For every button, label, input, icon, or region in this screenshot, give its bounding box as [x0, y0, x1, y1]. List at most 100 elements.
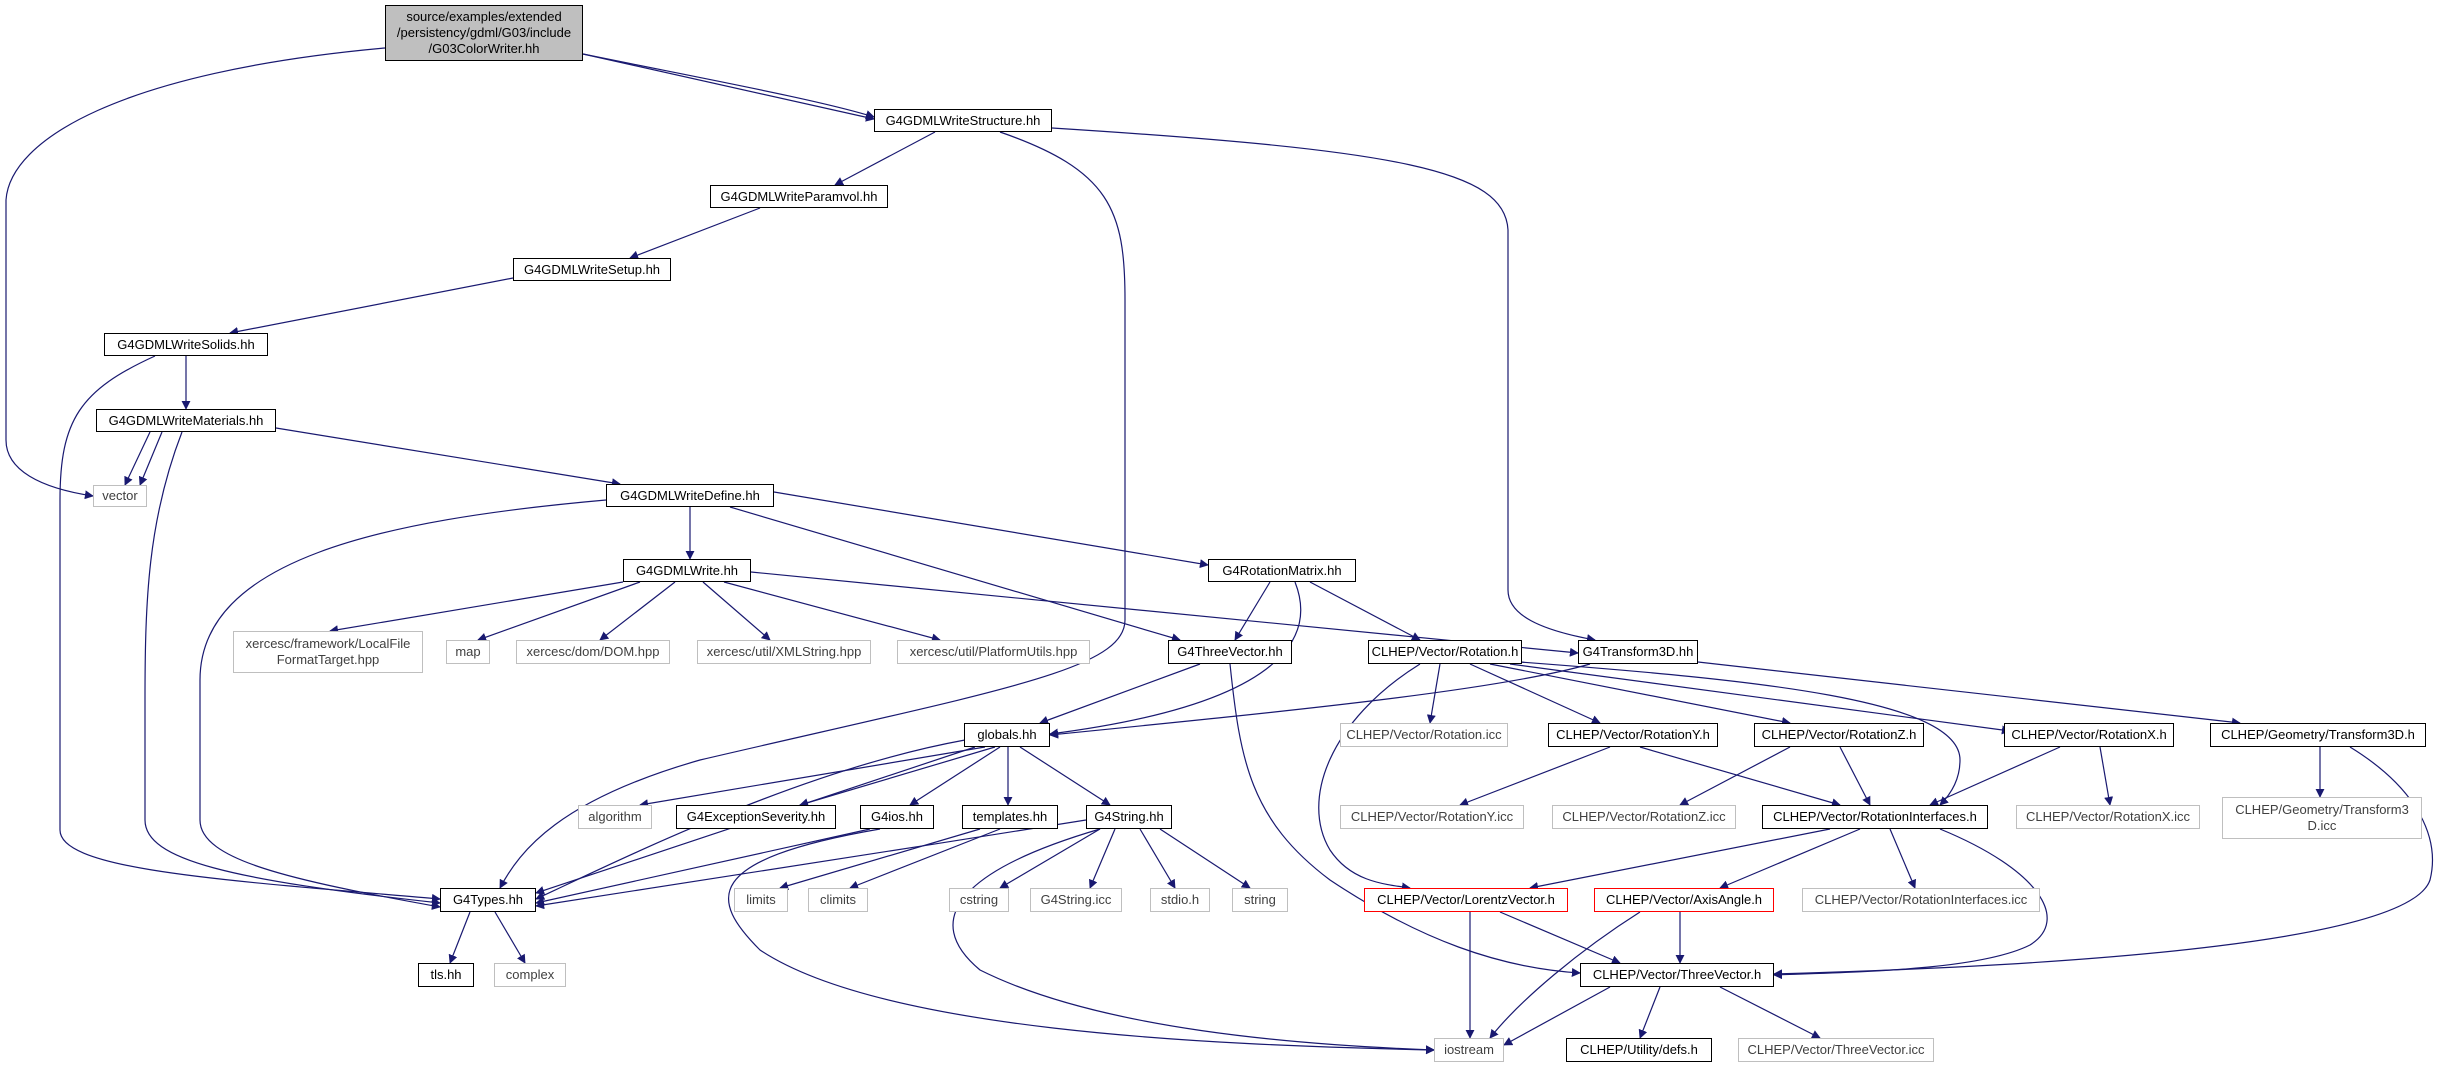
node-g4types[interactable]: G4Types.hh: [440, 888, 536, 912]
edge-g4string-to-iostream: [952, 828, 1435, 1055]
node-clhep-geometry-transform3d[interactable]: CLHEP/Geometry/Transform3D.h: [2210, 723, 2426, 747]
node-xercesc-xmlstring: xercesc/util/XMLString.hpp: [697, 640, 871, 664]
node-clhep-rotation[interactable]: CLHEP/Vector/Rotation.h: [1368, 640, 1522, 664]
node-clhep-utility-defs[interactable]: CLHEP/Utility/defs.h: [1566, 1038, 1712, 1062]
node-g4gdmlwritesolids[interactable]: G4GDMLWriteSolids.hh: [104, 333, 268, 356]
edge-writestructure-to-writeparamvol: [834, 131, 936, 186]
node-g4ios[interactable]: G4ios.hh: [860, 805, 934, 829]
edge-write-to-transform3d: [750, 571, 1579, 657]
edge-g4ios-to-iostream: [728, 828, 1435, 1055]
edge-writedefine-to-g4types: [199, 499, 607, 910]
node-g4gdmlwritesetup[interactable]: G4GDMLWriteSetup.hh: [513, 258, 671, 281]
node-clhep-rotationx-icc: CLHEP/Vector/RotationX.icc: [2016, 805, 2200, 829]
edge-writestructure-to-transform3d: [1051, 127, 1596, 643]
node-g4string[interactable]: G4String.hh: [1086, 805, 1172, 829]
node-map: map: [446, 640, 490, 664]
edge-clhep-rotation-to-rotationx: [1509, 663, 2011, 735]
node-g4rotationmatrix[interactable]: G4RotationMatrix.hh: [1208, 559, 1356, 582]
edge-rotationinterfaces-to-lorentzvector: [1529, 828, 1831, 891]
edge-write-to-xmlstring: [702, 581, 771, 641]
edge-globals-to-exceptionseverity: [799, 746, 996, 808]
node-tls[interactable]: tls.hh: [418, 963, 474, 987]
node-clhep-rotationz[interactable]: CLHEP/Vector/RotationZ.h: [1754, 723, 1924, 747]
edge-rotationz-to-rotationinterfaces: [1839, 746, 1871, 806]
node-clhep-rotationx[interactable]: CLHEP/Vector/RotationX.h: [2004, 723, 2174, 747]
edge-rotationmatrix-to-clhep-rotation: [1309, 581, 1421, 641]
edge-root-to-vector: [5, 47, 386, 500]
edge-writematerials-to-vector: [124, 431, 151, 486]
edge-clhep-rotation-to-rotationz: [1489, 663, 1791, 726]
node-clhep-rotationinterfaces-icc: CLHEP/Vector/RotationInterfaces.icc: [1802, 888, 2040, 912]
edge-lorentzvector-to-clhep-threevector: [1499, 911, 1621, 964]
node-g4exceptionseverity[interactable]: G4ExceptionSeverity.hh: [676, 805, 836, 829]
edge-globals-to-algorithm: [639, 746, 986, 809]
edge-clhep-threevector-to-threevector-icc: [1719, 986, 1821, 1039]
edge-threevector-to-clhep-threevector: [1229, 663, 1581, 977]
node-clhep-rotationz-icc: CLHEP/Vector/RotationZ.icc: [1552, 805, 1736, 829]
edge-rotationinterfaces-to-rotationinterfaces-icc: [1889, 828, 1916, 889]
node-g4transform3d[interactable]: G4Transform3D.hh: [1578, 640, 1698, 664]
edge-writesetup-to-writesolids: [229, 277, 514, 336]
edge-clhep-threevector-to-defs: [1638, 986, 1661, 1039]
edge-transform3d-to-globals: [1049, 663, 1591, 739]
edge-globals-to-g4string: [1019, 746, 1111, 806]
edge-clhep-rotation-to-lorentzvector: [1318, 663, 1421, 892]
node-g4gdmlwritestructure[interactable]: G4GDMLWriteStructure.hh: [874, 109, 1052, 132]
node-clhep-rotationinterfaces[interactable]: CLHEP/Vector/RotationInterfaces.h: [1762, 805, 1988, 829]
edge-g4string-to-g4string-icc: [1089, 828, 1116, 889]
edge-writesolids-to-g4types: [59, 355, 441, 903]
node-limits: limits: [734, 888, 788, 912]
edge-rotationz-to-rotationz-icc: [1679, 746, 1791, 806]
node-clhep-lorentzvector[interactable]: CLHEP/Vector/LorentzVector.h: [1364, 888, 1568, 912]
edge-g4string-to-g4types: [535, 819, 1087, 910]
node-g4gdmlwrite[interactable]: G4GDMLWrite.hh: [623, 559, 751, 582]
edge-rotationinterfaces-to-clhep-threevector: [1773, 828, 2048, 980]
node-climits: climits: [808, 888, 868, 912]
edge-write-to-platformutils: [723, 581, 941, 643]
edge-templates-to-limits: [779, 828, 981, 891]
edge-clhep-rotation-to-rotationy: [1469, 663, 1601, 724]
node-clhep-threevector[interactable]: CLHEP/Vector/ThreeVector.h: [1580, 963, 1774, 987]
edge-writematerials-to-vector-b: [138, 431, 163, 486]
edge-g4string-to-cstring: [999, 828, 1101, 889]
edge-writedefine-to-threevector: [729, 506, 1181, 643]
edge-g4types-to-tls: [448, 911, 471, 964]
node-templates[interactable]: templates.hh: [962, 805, 1058, 829]
edge-writematerials-to-writedefine: [275, 427, 621, 488]
node-clhep-rotationy[interactable]: CLHEP/Vector/RotationY.h: [1548, 723, 1718, 747]
edge-writeparamvol-to-writesetup: [629, 207, 761, 260]
node-clhep-threevector-icc: CLHEP/Vector/ThreeVector.icc: [1738, 1038, 1934, 1062]
edge-g4string-to-stdio: [1139, 828, 1176, 889]
node-clhep-rotationy-icc: CLHEP/Vector/RotationY.icc: [1340, 805, 1524, 829]
node-clhep-rotation-icc: CLHEP/Vector/Rotation.icc: [1340, 723, 1508, 747]
edge-templates-to-climits: [849, 828, 1001, 890]
edge-rotationmatrix-to-threevector: [1234, 581, 1271, 641]
node-g4threevector[interactable]: G4ThreeVector.hh: [1168, 640, 1292, 664]
edge-axisangle-to-iostream: [1489, 911, 1641, 1039]
node-clhep-axisangle[interactable]: CLHEP/Vector/AxisAngle.h: [1594, 888, 1774, 912]
node-g4string-icc: G4String.icc: [1030, 888, 1122, 912]
edge-rotationx-to-rotationinterfaces: [1929, 746, 2061, 806]
edge-rotationinterfaces-to-axisangle: [1719, 828, 1861, 890]
edge-writematerials-to-g4types: [144, 431, 441, 907]
node-xercesc-platformutils: xercesc/util/PlatformUtils.hpp: [897, 640, 1090, 664]
node-globals[interactable]: globals.hh: [964, 723, 1050, 747]
edge-globals-to-g4ios: [909, 746, 1001, 806]
edge-root-to-writestructure-b: [582, 53, 875, 119]
edge-writestructure-to-g4types: [499, 131, 1126, 889]
node-vector: vector: [93, 485, 147, 507]
edge-root-to-writestructure: [582, 53, 875, 122]
node-string: string: [1232, 888, 1288, 912]
node-g4gdmlwritedefine[interactable]: G4GDMLWriteDefine.hh: [606, 484, 774, 507]
node-g4gdmlwritematerials[interactable]: G4GDMLWriteMaterials.hh: [96, 409, 276, 432]
edge-rotationy-to-rotationinterfaces: [1639, 746, 1841, 808]
node-complex: complex: [494, 963, 566, 987]
edge-clhep-rotation-to-rotationinterfaces: [1519, 661, 1961, 806]
node-algorithm: algorithm: [578, 805, 652, 829]
node-stdio: stdio.h: [1150, 888, 1210, 912]
node-g4gdmlwriteparamvol[interactable]: G4GDMLWriteParamvol.hh: [710, 185, 888, 208]
